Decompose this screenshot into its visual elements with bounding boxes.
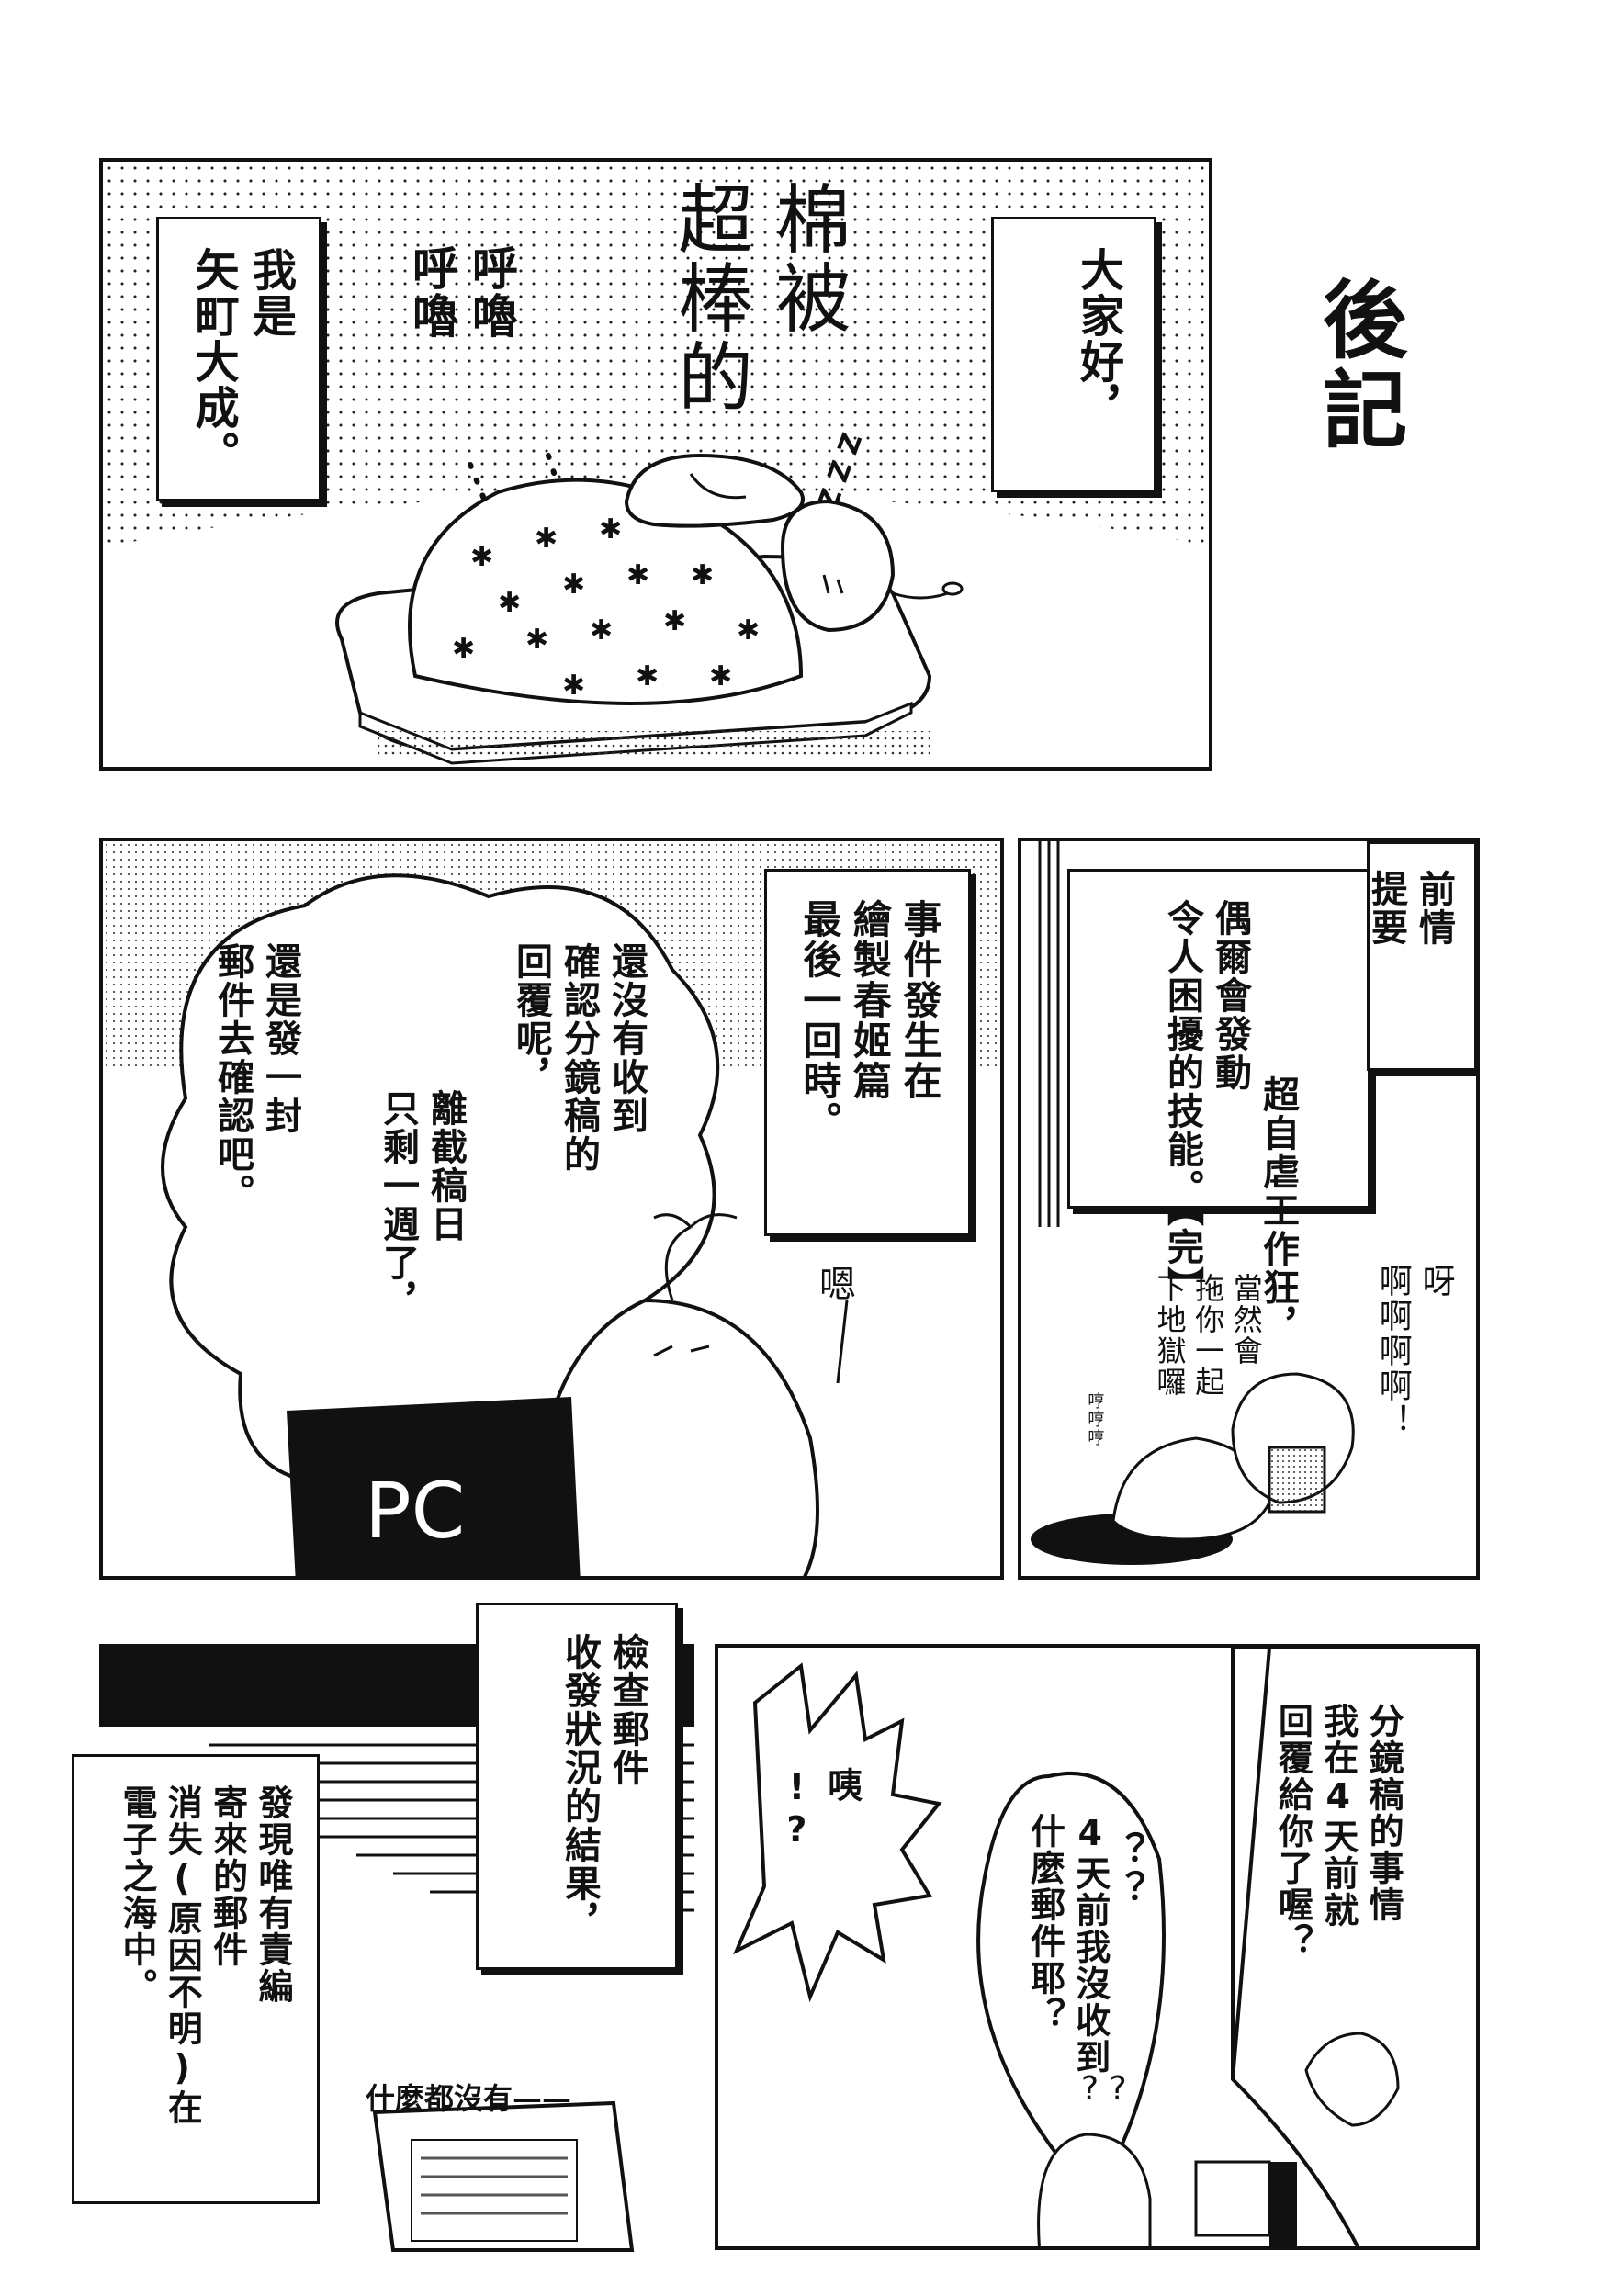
svg-text:✱: ✱ xyxy=(562,568,585,601)
caption-incident: 事件發生在 繪製春姬篇 最後一回時。 xyxy=(764,869,971,1236)
svg-text:✱: ✱ xyxy=(590,614,613,647)
pc-label: PC xyxy=(365,1466,466,1556)
stripes-background xyxy=(1038,841,1060,1227)
bubble-editor-replied: 分鏡稿的事情 我在4天前就 回覆給你了喔？ xyxy=(1272,1703,1404,1960)
sfx-nothing-there: 什麼都沒有—— xyxy=(366,2081,572,2116)
svg-text:✱: ✱ xyxy=(663,605,686,637)
panel-1-sleeping: 大家好， 我是 矢町大成。 呼嚕 呼嚕 棉被 超棒的 Z Z Z ✱✱✱ ✱✱✱… xyxy=(99,158,1212,771)
sfx-eh: 咦 !? xyxy=(776,1767,863,1851)
sfx-futon-great: 棉被 超棒的 xyxy=(664,180,851,417)
recap-text: 超自虐工作狂， 偶爾會發動 令人困擾的技能。 xyxy=(1161,899,1299,1345)
svg-text:✱: ✱ xyxy=(636,660,659,692)
futon-character-drawing: ✱✱✱ ✱✱✱✱ ✱✱✱✱✱ ✱✱✱ xyxy=(335,453,964,765)
caption-recap: 超自虐工作狂， 偶爾會發動 令人困擾的技能。【完】 xyxy=(1067,869,1370,1345)
panel-3-recap: 超自虐工作狂， 偶爾會發動 令人困擾的技能。【完】 前情 提要 呀 啊啊啊啊！ … xyxy=(1018,838,1480,1580)
svg-text:✱: ✱ xyxy=(470,541,493,573)
workaholic-drawing xyxy=(1031,1372,1355,1565)
panel-4-mail-check: 檢查郵件 收發狀況的結果， 什麼都沒有—— 發現唯有責編 寄來的郵件 消失(原因… xyxy=(72,1603,694,2252)
caption-lost-mail: 發現唯有責編 寄來的郵件 消失(原因不明)在 電子之海中。 xyxy=(72,1754,320,2204)
svg-text:✱: ✱ xyxy=(562,670,585,702)
svg-text:✱: ✱ xyxy=(691,559,714,591)
caption-mail-status: 檢查郵件 收發狀況的結果， xyxy=(476,1603,678,1970)
page-title: 後記 xyxy=(1308,276,1407,456)
panel-2-checking: 事件發生在 繪製春姬篇 最後一回時。 還沒有收到 確認分鏡稿的 回覆呢， 離截稿… xyxy=(99,838,1004,1580)
sfx-hmm: 嗯 xyxy=(819,1264,856,1306)
caption-greeting: 大家好， xyxy=(991,217,1156,492)
caption-tag-recap: 前情 提要 xyxy=(1365,841,1476,1071)
svg-text:✱: ✱ xyxy=(452,633,475,665)
svg-text:✱: ✱ xyxy=(599,513,622,546)
svg-text:✱: ✱ xyxy=(626,559,649,591)
sfx-drag-to-hell: 當然會 拖你一起 下地獄囉 xyxy=(1152,1273,1264,1398)
sfx-snore: 呼嚕 呼嚕 xyxy=(405,244,518,340)
sfx-scream: 呀 啊啊啊啊！ xyxy=(1373,1264,1455,1438)
bubble-not-received: 還沒有收到 確認分鏡稿的 回覆呢， xyxy=(510,942,648,1174)
sfx-question: ？？ xyxy=(1102,1831,1144,1908)
caption-intro: 我是 矢町大成。 xyxy=(156,217,321,501)
svg-text:✱: ✱ xyxy=(709,660,732,692)
bubble-deadline: 離截稿日 只剩一週了， xyxy=(377,1089,467,1321)
sfx-laugh: 哼哼哼 xyxy=(1085,1392,1105,1447)
bubble-not-received-any: 4天前我沒收到 什麼郵件耶？ xyxy=(1024,1813,1111,2076)
svg-text:✱: ✱ xyxy=(737,614,760,647)
panel-5-conversation: 分鏡稿的事情 我在4天前就 回覆給你了喔？ 4天前我沒收到 什麼郵件耶？ ？？ … xyxy=(715,1644,1480,2250)
end-mark: 【完】 xyxy=(1161,1208,1203,1305)
svg-text:✱: ✱ xyxy=(498,587,521,619)
panel-5-drawings xyxy=(733,1648,1476,2246)
svg-text:✱: ✱ xyxy=(535,523,558,555)
sfx-question-small: ? ? xyxy=(1081,2070,1127,2108)
author-and-pc-drawing xyxy=(287,1213,849,1576)
bubble-send-mail: 還是發一封 郵件去確認吧。 xyxy=(211,942,301,1212)
svg-text:✱: ✱ xyxy=(525,624,548,656)
